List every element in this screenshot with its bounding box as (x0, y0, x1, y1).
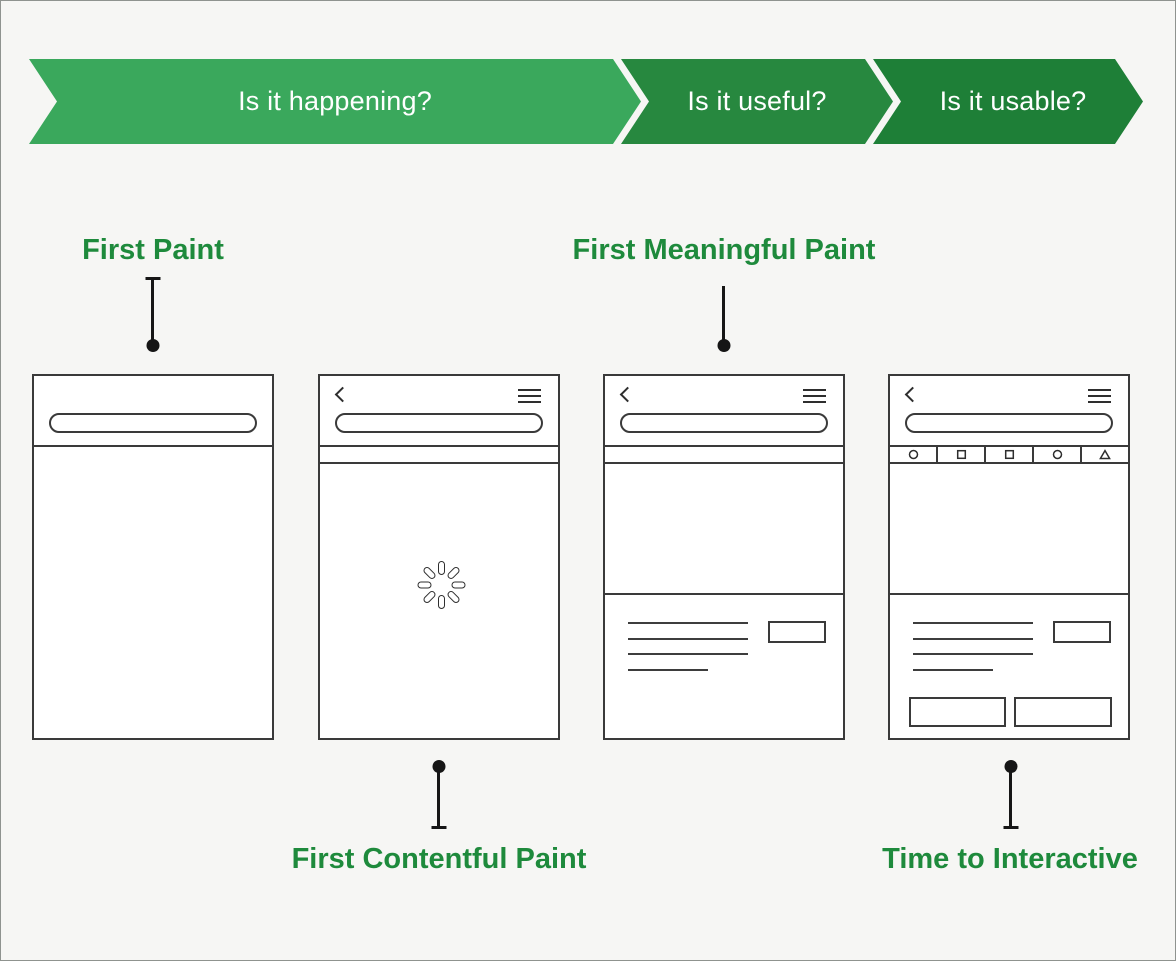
connector-cap (431, 826, 446, 829)
banner-step-useful-label: Is it useful? (687, 86, 827, 116)
text-skeleton-line (913, 622, 1033, 624)
button-placeholder (768, 621, 826, 643)
connector-dot (146, 339, 159, 352)
phone-header (890, 376, 1128, 447)
phone-header (605, 376, 843, 447)
text-skeleton-line (628, 638, 748, 640)
action-button-placeholder (909, 697, 1006, 727)
phone-mockup-interactive (888, 374, 1130, 740)
url-bar (905, 413, 1113, 433)
phone-mockup-loading (318, 374, 560, 740)
label-first-meaningful-paint: First Meaningful Paint (572, 234, 876, 266)
action-button-placeholder (1014, 697, 1112, 727)
text-skeleton-line (628, 653, 748, 655)
url-bar (335, 413, 543, 433)
label-time-to-interactive: Time to Interactive (882, 843, 1138, 875)
connector-first-meaningful-paint (717, 286, 730, 352)
back-chevron-icon (334, 386, 351, 403)
square-icon (938, 447, 986, 462)
label-first-paint: First Paint (82, 234, 224, 266)
square-icon (986, 447, 1034, 462)
phone-header (34, 376, 272, 447)
hamburger-menu-icon (803, 389, 826, 403)
text-skeleton-line (913, 638, 1033, 640)
toolbar-strip (605, 447, 843, 464)
connector-dot (717, 339, 730, 352)
connector-cap (145, 277, 160, 280)
banner-step-useful: Is it useful? (621, 59, 893, 144)
phone-header (320, 376, 558, 447)
connector-first-paint (145, 277, 160, 352)
triangle-icon (1082, 447, 1128, 462)
hamburger-menu-icon (518, 389, 541, 403)
text-skeleton-line (913, 653, 1033, 655)
banner-step-happening: Is it happening? (29, 59, 641, 144)
phone-mockup-meaningful (603, 374, 845, 740)
connector-time-to-interactive (1003, 760, 1018, 829)
hamburger-menu-icon (1088, 389, 1111, 403)
url-bar (49, 413, 257, 433)
connector-dot (1004, 760, 1017, 773)
text-skeleton-line (913, 669, 993, 671)
phone-mockup-blank (32, 374, 274, 740)
hero-divider (890, 593, 1128, 595)
text-skeleton-line (628, 669, 708, 671)
icon-toolbar (890, 447, 1128, 464)
label-first-contentful-paint: First Contentful Paint (291, 843, 587, 875)
connector-cap (1003, 826, 1018, 829)
url-bar (620, 413, 828, 433)
hero-divider (605, 593, 843, 595)
banner-step-happening-label: Is it happening? (238, 86, 432, 116)
connector-dot (432, 760, 445, 773)
connector-first-contentful-paint (431, 760, 446, 829)
circle-icon (890, 447, 938, 462)
toolbar-strip (320, 447, 558, 464)
circle-icon (1034, 447, 1082, 462)
text-skeleton-line (628, 622, 748, 624)
button-placeholder (1053, 621, 1111, 643)
back-chevron-icon (904, 386, 921, 403)
back-chevron-icon (619, 386, 636, 403)
banner-step-usable: Is it usable? (873, 59, 1143, 144)
banner-step-usable-label: Is it usable? (939, 86, 1087, 116)
